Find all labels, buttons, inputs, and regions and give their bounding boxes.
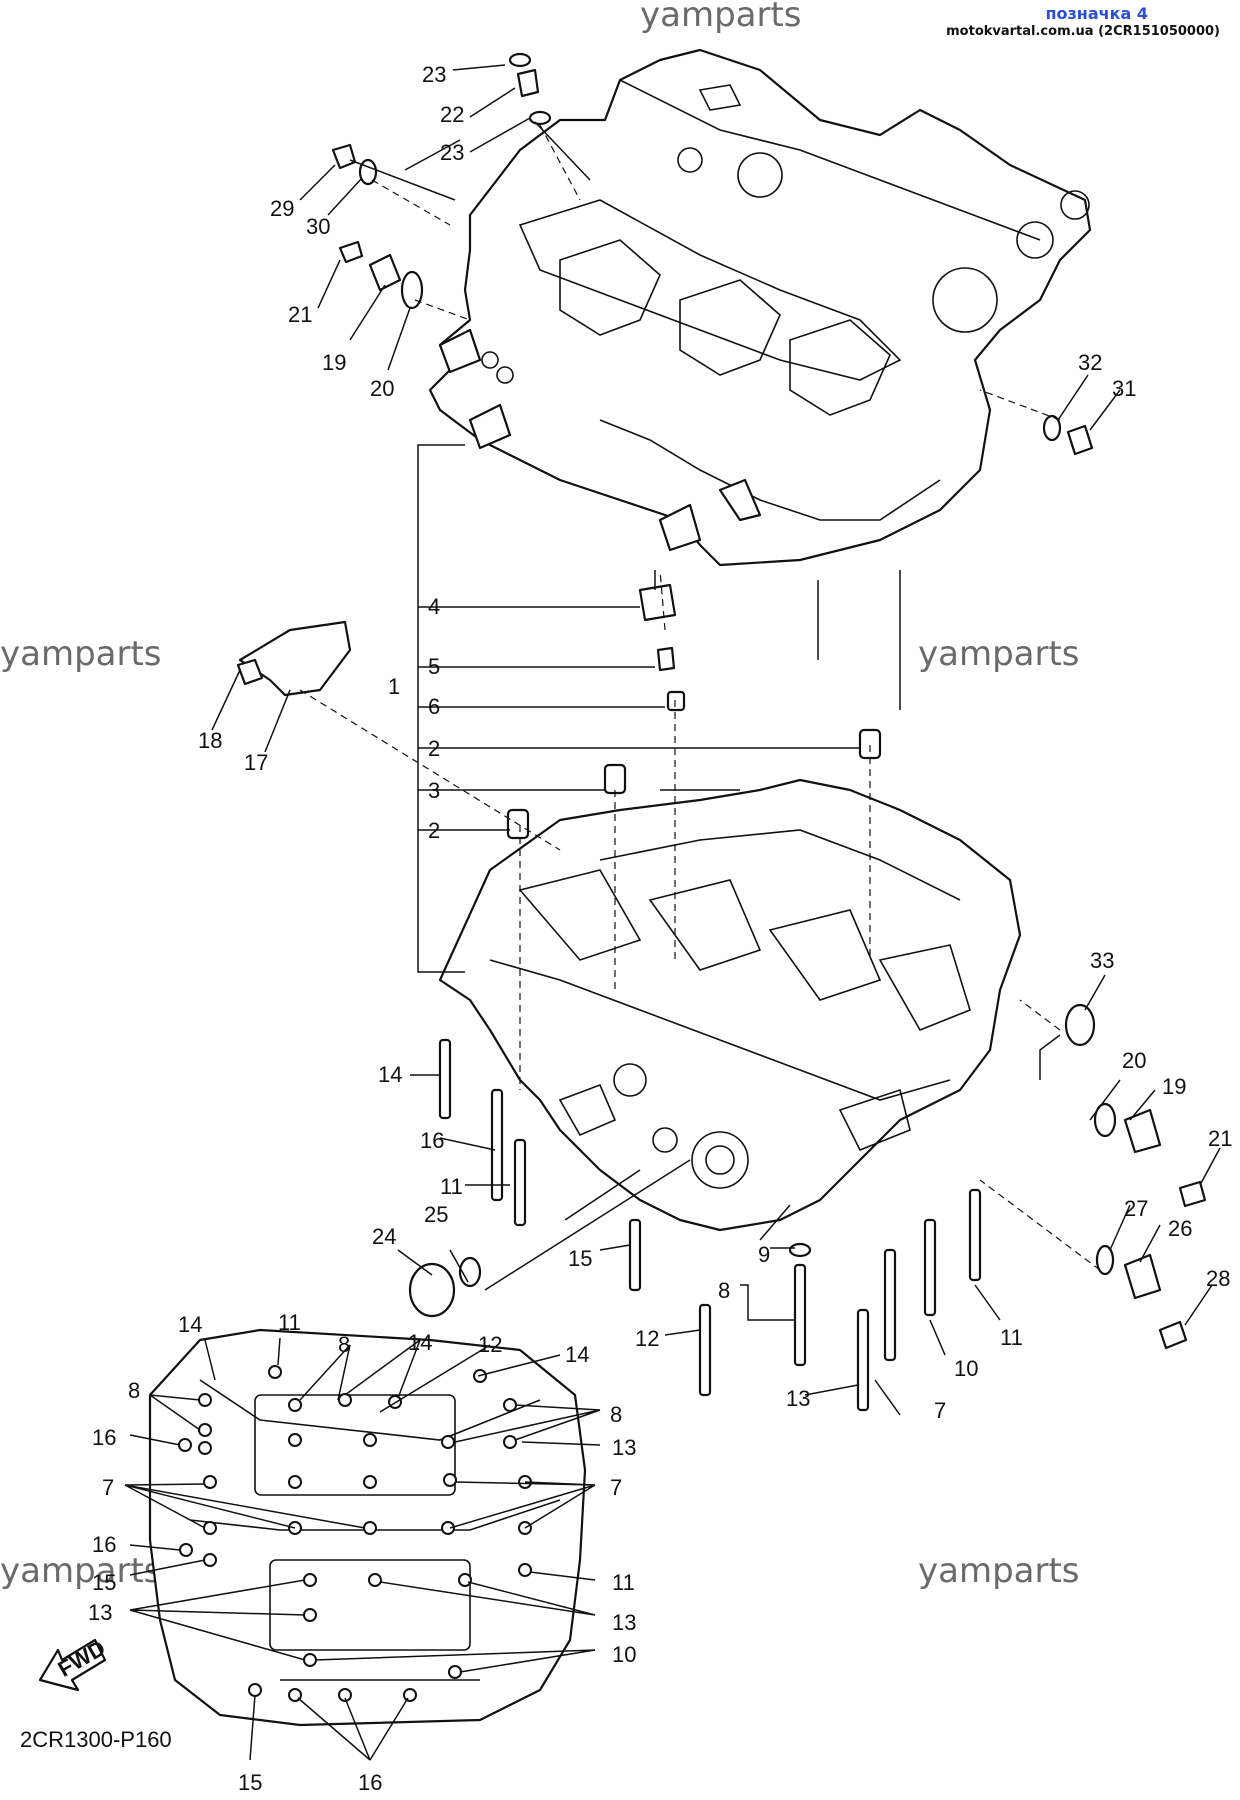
callout: 26 [1168,1216,1192,1241]
callout: 23 [440,140,464,165]
callout: 3 [428,778,440,803]
callout: 12 [635,1326,659,1351]
callout: 8 [338,1332,350,1357]
callout: 16 [92,1425,116,1450]
callout: 23 [422,62,446,87]
callout: 7 [102,1475,114,1500]
header-title: позначка 4 [1045,4,1148,23]
watermark: yamparts [0,1551,162,1591]
callout: 28 [1206,1266,1230,1291]
diagram-code: 2CR1300-P160 [20,1727,172,1752]
upper-crankcase [428,48,1092,567]
callout: 11 [278,1310,301,1335]
small-parts-lower [408,1003,1207,1412]
callout: 18 [198,728,222,753]
callout: 25 [424,1202,448,1227]
callout: 2 [428,818,440,843]
callout: 12 [478,1332,502,1357]
callouts: 23 22 23 29 30 21 19 20 32 31 4 5 1 6 2 … [88,62,1232,1795]
lower-crankcase [438,778,1022,1232]
callout: 11 [1000,1325,1023,1350]
callout: 14 [565,1342,589,1367]
assembly-bracket [417,444,901,973]
callout: 8 [128,1378,140,1403]
callout: 8 [610,1402,622,1427]
callout: 32 [1078,350,1102,375]
callout: 15 [238,1770,262,1795]
callout: 13 [786,1386,810,1411]
callout: 14 [378,1062,402,1087]
watermark: yamparts [0,634,162,674]
assembly-lines [299,121,1101,1291]
callout: 15 [92,1570,116,1595]
header-subtitle: motokvartal.com.ua (2CR151050000) [946,24,1220,39]
callout: 11 [440,1174,463,1199]
callout: 16 [92,1532,116,1557]
callout: 4 [428,594,440,619]
callout: 19 [1162,1074,1186,1099]
callout: 7 [934,1398,946,1423]
callout: 7 [610,1475,622,1500]
callout: 30 [306,214,330,239]
callout: 19 [322,350,346,375]
fwd-arrow-icon: FWD [38,1635,109,1692]
callout: 5 [428,654,440,679]
callout: 15 [568,1246,592,1271]
callout: 10 [954,1356,978,1381]
callout: 21 [288,302,312,327]
callout: 2 [428,736,440,761]
callout: 16 [420,1128,444,1153]
callout: 10 [612,1642,636,1667]
callout: 1 [388,674,400,699]
callout: 29 [270,196,294,221]
callout: 9 [758,1242,770,1267]
callout: 16 [358,1770,382,1795]
callout: 8 [718,1278,730,1303]
callout: 14 [178,1312,202,1337]
callout: 20 [370,376,394,401]
callout: 21 [1208,1126,1232,1151]
watermark: yamparts [640,0,802,35]
callout: 11 [612,1570,635,1595]
callout: 24 [372,1224,396,1249]
leader-lines [124,64,1221,1761]
watermark: yamparts [918,634,1080,674]
callout: 6 [428,694,440,719]
bottom-view-crankcase [148,1328,587,1727]
callout: 20 [1122,1048,1146,1073]
small-parts-upper [236,52,1094,840]
callout: 27 [1124,1196,1148,1221]
callout: 13 [612,1435,636,1460]
callout: 31 [1112,376,1136,401]
callout: 13 [612,1610,636,1635]
callout: 13 [88,1600,112,1625]
callout: 33 [1090,948,1114,973]
callout: 14 [408,1330,432,1355]
watermark: yamparts [918,1551,1080,1591]
callout: 22 [440,102,464,127]
callout: 17 [244,750,268,775]
